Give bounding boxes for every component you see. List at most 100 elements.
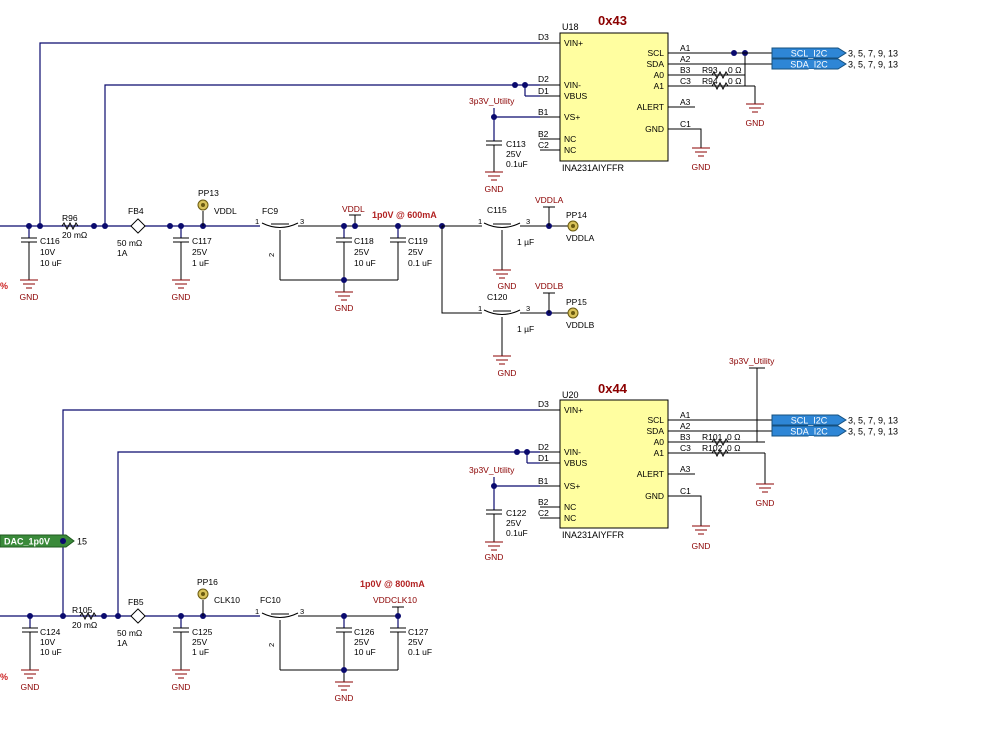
pin-ball: C2 [538, 140, 549, 150]
pin-ball: C3 [680, 443, 691, 453]
bead-value: 50 mΩ [117, 238, 142, 248]
page-refs: 15 [77, 537, 87, 547]
cap-ref: C127 [408, 627, 429, 637]
testpoint-net: CLK10 [214, 595, 240, 605]
gnd-label: GND [172, 292, 191, 302]
net-label: VDDCLK10 [373, 595, 417, 605]
pin-ball: B2 [538, 129, 549, 139]
shunt-ref: R105 [72, 605, 93, 615]
resistor-value: 0 Ω [727, 443, 740, 453]
pin-name: SCL [647, 48, 664, 58]
gnd-icon [335, 291, 353, 301]
gnd-label: GND [485, 184, 504, 194]
filter-pin: 3 [300, 607, 304, 616]
chip-ref: U20 [562, 390, 579, 400]
pin-name: ALERT [637, 102, 664, 112]
gnd-label: GND [756, 498, 775, 508]
cap-rating: 25V [506, 518, 521, 528]
cap-ref: C124 [40, 627, 61, 637]
cap-ref: C113 [506, 139, 526, 149]
cut-text: % [0, 672, 8, 682]
gnd-label: GND [498, 281, 517, 291]
gnd-icon [493, 269, 511, 279]
pin-name: A0 [654, 437, 665, 447]
gnd-label: GND [335, 303, 354, 313]
filter-pin: 2 [267, 643, 276, 647]
cap-rating: 10V [40, 637, 55, 647]
flag-label: DAC_1p0V [4, 537, 50, 547]
testpoint-ref: PP14 [566, 210, 587, 220]
filter-pin: 1 [478, 217, 482, 226]
filter-pin: 1 [478, 304, 482, 313]
pin-name: A1 [654, 448, 665, 458]
testpoint-ref: PP13 [198, 188, 219, 198]
pin-ball: D3 [538, 32, 549, 42]
page-refs: 3, 5, 7, 9, 13 [848, 49, 898, 59]
pin-ball: A3 [680, 97, 691, 107]
pin-ball: A3 [680, 464, 691, 474]
cap-value: 10 uF [40, 258, 62, 268]
gnd-label: GND [21, 682, 40, 692]
bead-ref: FB5 [128, 597, 144, 607]
ferrite-bead [130, 218, 146, 234]
resistor-ref: R102 [702, 443, 723, 453]
resistor-r94 [711, 81, 729, 91]
cap-value: 10 uF [354, 258, 376, 268]
bead-ref: FB4 [128, 206, 144, 216]
pin-ball: D3 [538, 399, 549, 409]
gnd-label: GND [692, 162, 711, 172]
chip-body-u20 [559, 399, 669, 529]
flag-label: SCL_I2C [791, 49, 828, 59]
cap-value: 0.1 uF [408, 258, 432, 268]
pin-name: VS+ [564, 112, 580, 122]
cap-rating: 10V [40, 247, 55, 257]
pin-name: SDA [647, 59, 665, 69]
cap-value: 1 µF [517, 237, 534, 247]
gnd-label: GND [498, 368, 517, 378]
gnd-icon [172, 669, 190, 679]
ferrite-bead [130, 608, 146, 624]
resistor-value: 0 Ω [727, 432, 740, 442]
gnd-icon [485, 541, 503, 551]
pin-ball: D1 [538, 86, 549, 96]
flag-label: SDA_I2C [790, 427, 828, 437]
cap-ref: C119 [408, 236, 428, 246]
page-refs: 3, 5, 7, 9, 13 [848, 60, 898, 70]
load-note: 1p0V @ 800mA [360, 579, 425, 589]
pin-name: NC [564, 502, 576, 512]
gnd-label: GND [335, 693, 354, 703]
filter-pin: 3 [526, 304, 530, 313]
cap-value: 1 uF [192, 647, 209, 657]
cap-value: 0.1uF [506, 528, 528, 538]
gnd-label: GND [485, 552, 504, 562]
cap-value: 10 uF [354, 647, 376, 657]
rail-vddclk10: % C124 10V 10 uF GND R105 20 mΩ FB5 50 m… [0, 577, 432, 703]
pin-name: NC [564, 145, 576, 155]
cap-ref: C116 [40, 236, 60, 246]
pin-name: NC [564, 513, 576, 523]
sda-flag [771, 58, 847, 70]
cap-ref: C117 [192, 236, 212, 246]
testpoint-ref: PP15 [566, 297, 587, 307]
chip-part: INA231AIYFFR [562, 163, 625, 173]
filter-ref: C115 [487, 205, 507, 215]
resistor-r101 [711, 437, 729, 447]
gnd-icon [493, 355, 511, 365]
pin-name: VIN+ [564, 405, 583, 415]
chip-address: 0x44 [598, 381, 628, 396]
cap-ref: C126 [354, 627, 375, 637]
cap-rating: 25V [192, 247, 207, 257]
gnd-label: GND [692, 541, 711, 551]
pin-ball: A1 [680, 43, 691, 53]
gnd-icon [335, 681, 353, 691]
filter-ref: C120 [487, 292, 508, 302]
filter-pin: 1 [255, 217, 259, 226]
chip-part: INA231AIYFFR [562, 530, 625, 540]
shunt-value: 20 mΩ [72, 620, 97, 630]
filter-ref: FC9 [262, 206, 278, 216]
filter-pin: 1 [255, 607, 259, 616]
chip-ref: U18 [562, 22, 579, 32]
pin-name: VS+ [564, 481, 580, 491]
